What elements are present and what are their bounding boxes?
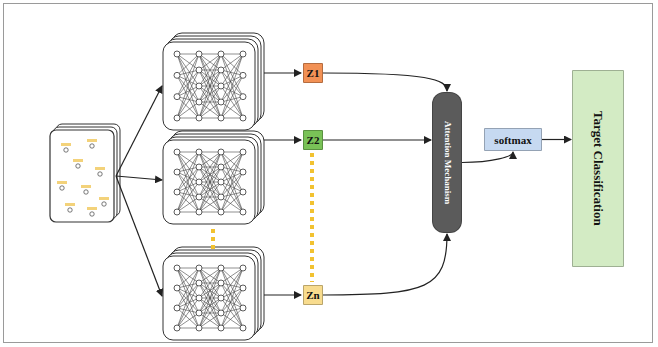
node-label: softmax bbox=[494, 134, 531, 146]
softmax-box: softmax bbox=[484, 128, 542, 151]
connector bbox=[323, 73, 447, 91]
node-label: Attention Mechanism bbox=[442, 121, 451, 204]
node-label: Z1 bbox=[307, 67, 320, 79]
feature-box: Z2 bbox=[303, 130, 323, 150]
output-box: Target Classification bbox=[572, 70, 624, 267]
feature-box: Zn bbox=[303, 285, 323, 305]
node-label: Target Classification bbox=[591, 111, 605, 226]
connector bbox=[323, 139, 431, 140]
node-label: Z2 bbox=[307, 134, 320, 146]
node-label: Zn bbox=[306, 289, 319, 301]
connector bbox=[542, 139, 571, 140]
attention-block: Attention Mechanism bbox=[432, 92, 462, 233]
feature-box: Z1 bbox=[303, 63, 323, 83]
connector bbox=[323, 234, 447, 295]
connector bbox=[462, 152, 513, 163]
